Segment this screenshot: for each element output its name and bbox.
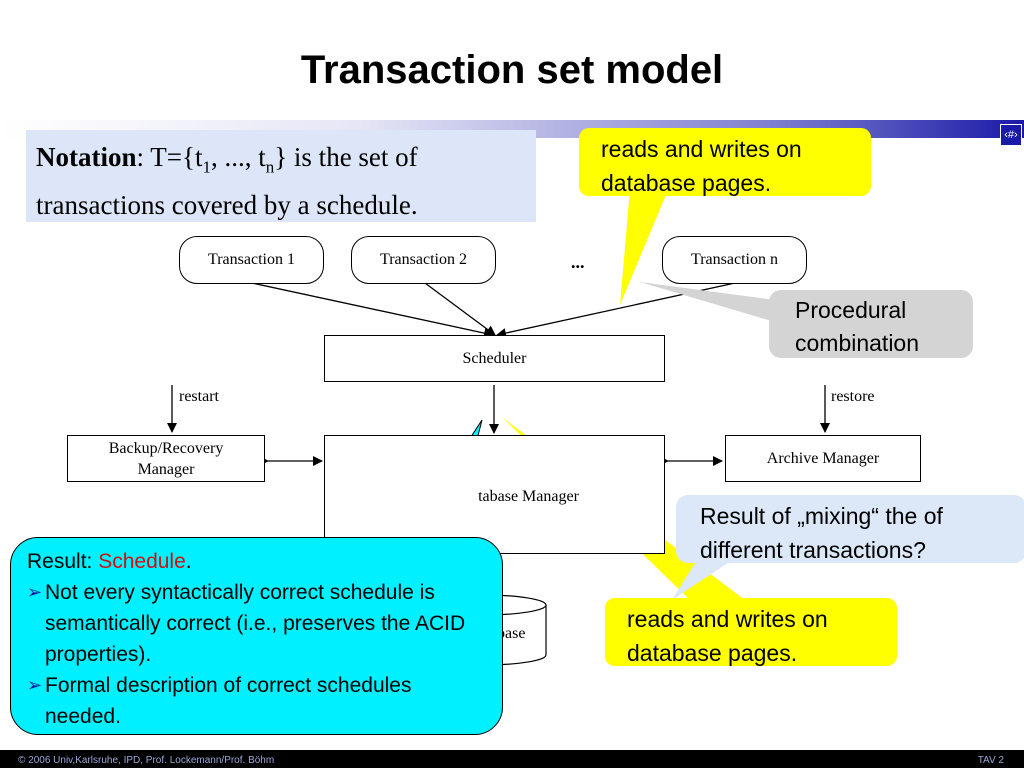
- notation-sub-1: 1: [202, 157, 211, 177]
- arrow-bullet-icon: ➢: [27, 582, 43, 602]
- top-callout-pointer: [620, 190, 668, 305]
- footer-copyright: © 2006 Univ,Karlsruhe, IPD, Prof. Lockem…: [18, 755, 275, 766]
- database-label: base: [497, 625, 526, 642]
- procedural-pointer: [640, 282, 775, 322]
- transaction-1-node: Transaction 1: [179, 236, 324, 284]
- notation-text-b: , ..., t: [210, 142, 266, 172]
- notation-text-a: : T={t: [136, 142, 203, 172]
- notation-text-c: } is the set of transactions covered by …: [36, 142, 418, 221]
- backup-recovery-node: Backup/Recovery Manager: [67, 435, 265, 482]
- result-bullet-2: ➢Formal description of correct schedules…: [27, 670, 486, 732]
- result-highlight: Schedule: [98, 550, 186, 573]
- database-manager-node: tabase Manager: [324, 435, 665, 554]
- page-title: Transaction set model: [300, 48, 724, 92]
- footer-bar: [0, 750, 1024, 768]
- database-manager-label: tabase Manager: [478, 488, 579, 505]
- result-prefix: Result:: [27, 550, 99, 573]
- notation-sub-n: n: [265, 157, 275, 177]
- top-reads-writes-callout: reads and writes on database pages.: [579, 128, 871, 196]
- restart-label: restart: [179, 388, 219, 405]
- notation-box: Notation: T={t1, ..., tn} is the set of …: [26, 130, 536, 222]
- page-number: ‹#›: [1000, 124, 1022, 146]
- result-suffix: .: [185, 550, 192, 573]
- transactions-ellipsis: ...: [571, 252, 585, 272]
- restore-label: restore: [831, 388, 875, 405]
- mixing-question-callout: Result of „mixing“ the of different tran…: [676, 495, 1024, 563]
- result-heading: Result: Schedule.: [27, 546, 486, 577]
- result-callout: Result: Schedule. ➢Not every syntactical…: [10, 537, 503, 735]
- result-bullet-1: ➢Not every syntactically correct schedul…: [27, 577, 486, 670]
- procedural-combination-callout: Procedural combination: [769, 290, 973, 358]
- archive-manager-node: Archive Manager: [725, 435, 921, 482]
- transaction-n-node: Transaction n: [662, 236, 807, 284]
- bottom-reads-writes-callout: reads and writes on database pages.: [605, 598, 897, 666]
- footer-slide-id: TAV 2: [977, 755, 1004, 766]
- result-bullet-1-text: Not every syntactically correct schedule…: [45, 581, 466, 666]
- notation-label: Notation: [36, 142, 137, 172]
- transaction-2-node: Transaction 2: [351, 236, 496, 284]
- arrow-t2-scheduler: [424, 282, 496, 336]
- scheduler-node: Scheduler: [324, 335, 665, 382]
- mixing-pointer: [672, 555, 740, 600]
- arrow-t1-scheduler: [251, 282, 494, 338]
- result-bullets: ➢Not every syntactically correct schedul…: [27, 577, 486, 732]
- arrow-bullet-icon: ➢: [27, 675, 43, 695]
- result-bullet-2-text: Formal description of correct schedules …: [45, 674, 412, 728]
